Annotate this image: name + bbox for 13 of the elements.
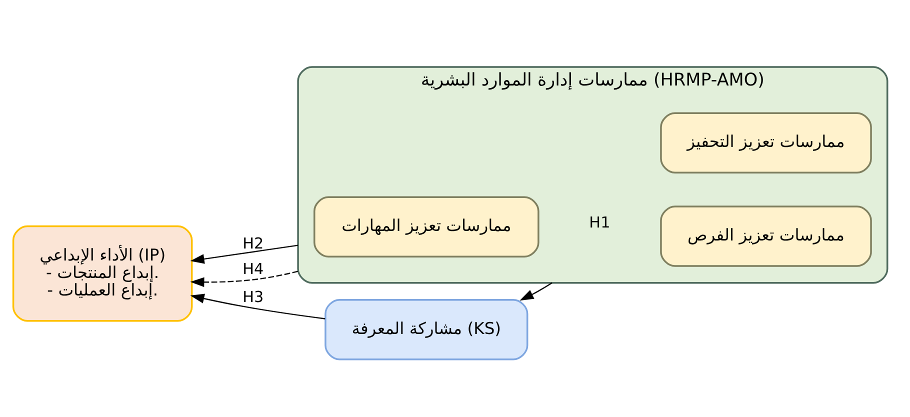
arrow: [190, 294, 326, 320]
edge-label: H2: [242, 234, 264, 252]
edge-label: H4: [242, 260, 264, 278]
arrow: [190, 244, 298, 264]
edge-label: H1: [589, 213, 610, 232]
node-box: ممارسات تعزيز المهارات: [314, 196, 540, 258]
arrow: [190, 270, 298, 288]
node-box: ممارسات تعزيز التحفيز: [660, 112, 872, 174]
node-box: الأداء الإبداعي (IP) - إبداع المنتجات. - إبداع العمليات.: [12, 225, 193, 322]
edge-label: H3: [242, 288, 264, 306]
arrow: [520, 282, 552, 301]
node-box: مشاركة المعرفة (KS): [324, 298, 528, 360]
node-box: ممارسات تعزيز الفرص: [660, 206, 872, 267]
